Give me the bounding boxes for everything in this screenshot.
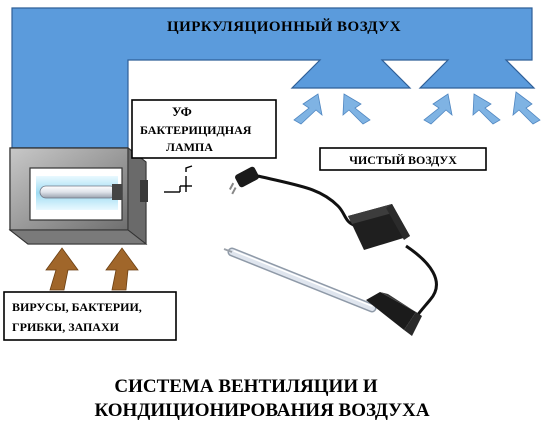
uv-label-line1: УФ	[172, 104, 192, 119]
contaminants-label-box: ВИРУСЫ, БАКТЕРИИ, ГРИБКИ, ЗАПАХИ	[3, 291, 177, 341]
uv-tube-in-housing	[39, 185, 117, 199]
duct-label: ЦИРКУЛЯЦИОННЫЙ ВОЗДУХ	[167, 18, 401, 35]
power-cable	[257, 174, 357, 228]
outflow-arrow-4	[472, 93, 501, 125]
caption-line2: КОНДИЦИОНИРОВАНИЯ ВОЗДУХА	[94, 400, 429, 421]
caption: СИСТЕМА ВЕНТИЛЯЦИИ И КОНДИЦИОНИРОВАНИЯ В…	[94, 376, 429, 421]
clean-air-arrows	[293, 91, 541, 125]
ballast-icon	[348, 204, 410, 250]
uv-lamp-tube-icon	[223, 247, 377, 313]
uv-label-line3: ЛАМПА	[166, 140, 213, 154]
caption-line1: СИСТЕМА ВЕНТИЛЯЦИИ И	[114, 376, 378, 397]
inflow-arrow-2	[105, 247, 139, 291]
outflow-arrow-2	[342, 93, 371, 125]
outflow-arrow-1	[293, 93, 323, 125]
uv-lamp-label-box: УФ БАКТЕРИЦИДНАЯ ЛАМПА	[131, 99, 277, 159]
outflow-arrow-5	[512, 91, 541, 125]
uv-label-line2: БАКТЕРИЦИДНАЯ	[140, 123, 252, 137]
outflow-arrow-3	[423, 93, 453, 125]
uv-housing	[8, 146, 148, 246]
clean-air-label-box: ЧИСТЫЙ ВОЗДУХ	[319, 147, 487, 171]
uv-lamp-product	[223, 166, 438, 336]
contaminants-line1: ВИРУСЫ, БАКТЕРИИ,	[12, 300, 142, 314]
clean-air-label: ЧИСТЫЙ ВОЗДУХ	[349, 153, 457, 167]
inflow-arrows	[45, 247, 139, 291]
circulation-duct: ЦИРКУЛЯЦИОННЫЙ ВОЗДУХ	[11, 7, 536, 149]
connector-mark	[164, 165, 193, 193]
power-plug-icon	[228, 166, 259, 195]
lamp-socket-icon	[366, 292, 422, 336]
contaminants-line2: ГРИБКИ, ЗАПАХИ	[12, 320, 120, 334]
inflow-arrow-1	[45, 247, 79, 291]
